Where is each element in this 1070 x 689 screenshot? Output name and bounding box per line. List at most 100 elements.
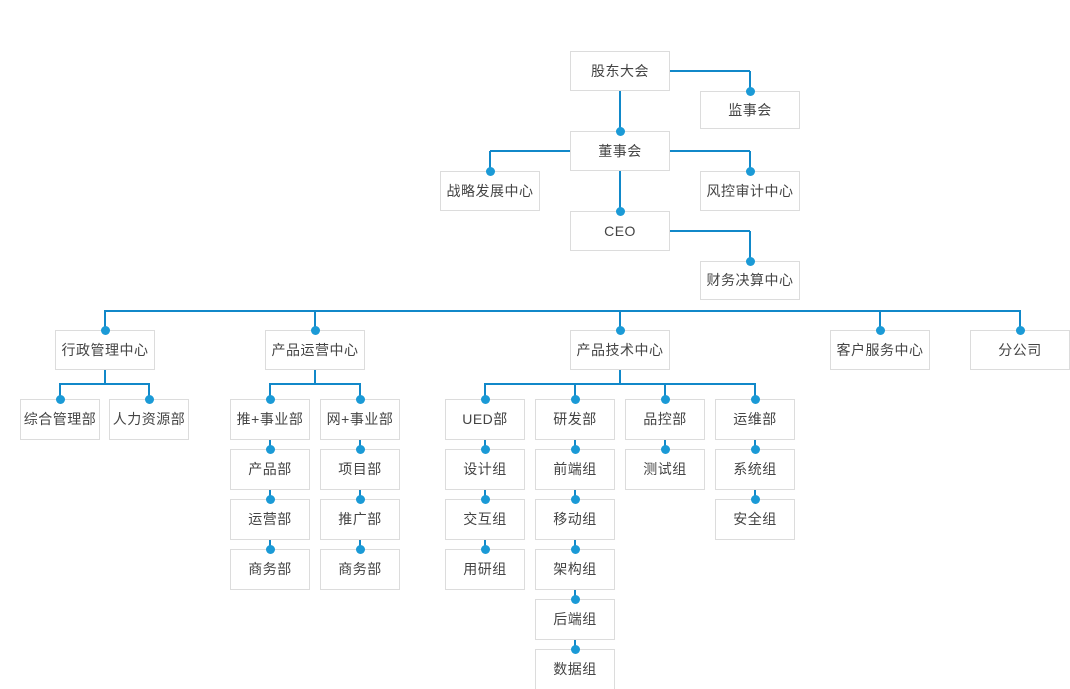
org-node-rd[interactable]: 研发部	[535, 399, 615, 440]
org-node-strategy[interactable]: 战略发展中心	[440, 171, 540, 211]
org-node-biz_dept_1[interactable]: 商务部	[230, 549, 310, 590]
connector-dot-ops_dept	[265, 494, 275, 504]
connector-e-prodops-wang	[359, 383, 361, 399]
connector-e-board-strategy-h	[490, 150, 570, 152]
org-node-system_group[interactable]: 系统组	[715, 449, 795, 490]
org-node-ued[interactable]: UED部	[445, 399, 525, 440]
connector-dot-biz_dept_1	[265, 544, 275, 554]
bus-line-prodtech-bus	[485, 383, 755, 385]
org-node-branch[interactable]: 分公司	[970, 330, 1070, 370]
bus-line-main-bus	[105, 310, 1020, 312]
org-node-label: 用研组	[463, 561, 507, 578]
org-node-finance[interactable]: 财务决算中心	[700, 261, 800, 300]
org-node-label: 监事会	[728, 101, 772, 118]
org-node-data_group[interactable]: 数据组	[535, 649, 615, 689]
connector-e-board-riskaudit-h	[670, 150, 750, 152]
org-node-supervisors[interactable]: 监事会	[700, 91, 800, 129]
org-node-label: 移动组	[553, 511, 597, 528]
org-node-label: 战略发展中心	[446, 182, 534, 199]
org-node-prodops[interactable]: 产品运营中心	[265, 330, 365, 370]
connector-dot-test_group	[660, 444, 670, 454]
org-node-prodtech[interactable]: 产品技术中心	[570, 330, 670, 370]
connector-dot-data_group	[570, 644, 580, 654]
org-node-label: 交互组	[463, 511, 507, 528]
connector-e-bus-prodops	[314, 310, 316, 330]
connector-dot-project_dept	[355, 444, 365, 454]
org-node-label: 设计组	[463, 461, 507, 478]
connector-e-bus-customer	[879, 310, 881, 330]
org-node-design_group[interactable]: 设计组	[445, 449, 525, 490]
org-node-qc[interactable]: 品控部	[625, 399, 705, 440]
org-node-label: 架构组	[553, 561, 597, 578]
org-node-mobile_group[interactable]: 移动组	[535, 499, 615, 540]
org-node-biz_dept_2[interactable]: 商务部	[320, 549, 400, 590]
org-node-ceo[interactable]: CEO	[570, 211, 670, 251]
org-node-wang_bu[interactable]: 网+事业部	[320, 399, 400, 440]
org-node-customer[interactable]: 客户服务中心	[830, 330, 930, 370]
org-node-interact_group[interactable]: 交互组	[445, 499, 525, 540]
org-node-security_group[interactable]: 安全组	[715, 499, 795, 540]
org-node-board[interactable]: 董事会	[570, 131, 670, 171]
connector-e-prodtech-ued	[484, 383, 486, 399]
org-node-label: 综合管理部	[23, 411, 97, 428]
org-node-label: 产品技术中心	[576, 341, 664, 358]
org-node-label: 品控部	[643, 411, 687, 428]
connector-dot-system_group	[750, 444, 760, 454]
org-node-ops_dept[interactable]: 运营部	[230, 499, 310, 540]
connector-stem-prodops	[314, 370, 316, 383]
org-node-project_dept[interactable]: 项目部	[320, 449, 400, 490]
org-node-label: 推广部	[338, 511, 382, 528]
connector-e-prodops-tui	[269, 383, 271, 399]
org-node-research_group[interactable]: 用研组	[445, 549, 525, 590]
connector-dot-branch	[1015, 325, 1025, 335]
org-node-shareholders[interactable]: 股东大会	[570, 51, 670, 91]
connector-dot-supervisors	[745, 86, 755, 96]
connector-e-admin-general	[59, 383, 61, 399]
connector-dot-promo_dept	[355, 494, 365, 504]
connector-e-bus-prodtech	[619, 310, 621, 330]
org-node-label: 运营部	[248, 511, 292, 528]
connector-e-admin-hr	[148, 383, 150, 399]
org-node-hr[interactable]: 人力资源部	[109, 399, 189, 440]
org-node-product_dept[interactable]: 产品部	[230, 449, 310, 490]
org-node-backend_group[interactable]: 后端组	[535, 599, 615, 640]
org-node-frontend_group[interactable]: 前端组	[535, 449, 615, 490]
org-node-tui_bu[interactable]: 推+事业部	[230, 399, 310, 440]
connector-dot-ceo	[615, 206, 625, 216]
connector-e-prodtech-rd	[574, 383, 576, 399]
connector-dot-board	[615, 126, 625, 136]
connector-e-board-ceo	[619, 171, 621, 211]
org-node-label: 人力资源部	[112, 411, 186, 428]
org-node-label: 产品运营中心	[271, 341, 359, 358]
connector-dot-prodtech	[615, 325, 625, 335]
org-node-label: 运维部	[733, 411, 777, 428]
connector-dot-customer	[875, 325, 885, 335]
org-node-promo_dept[interactable]: 推广部	[320, 499, 400, 540]
org-node-admin[interactable]: 行政管理中心	[55, 330, 155, 370]
org-node-devops[interactable]: 运维部	[715, 399, 795, 440]
org-node-test_group[interactable]: 测试组	[625, 449, 705, 490]
org-node-label: UED部	[462, 411, 508, 428]
org-node-label: 推+事业部	[236, 411, 304, 428]
org-node-label: 董事会	[598, 142, 642, 159]
org-node-label: CEO	[604, 222, 636, 239]
org-node-label: 财务决算中心	[706, 272, 794, 289]
connector-e-bus-admin	[104, 310, 106, 330]
connector-dot-mobile_group	[570, 494, 580, 504]
connector-dot-general_admin	[55, 394, 65, 404]
org-node-arch_group[interactable]: 架构组	[535, 549, 615, 590]
org-node-general_admin[interactable]: 综合管理部	[20, 399, 100, 440]
connector-dot-frontend_group	[570, 444, 580, 454]
connector-dot-qc	[660, 394, 670, 404]
bus-line-prodops-bus	[270, 383, 360, 385]
connector-dot-arch_group	[570, 544, 580, 554]
connector-dot-wang_bu	[355, 394, 365, 404]
org-node-riskaudit[interactable]: 风控审计中心	[700, 171, 800, 211]
org-node-label: 分公司	[998, 341, 1042, 358]
connector-e-board-riskaudit-v	[749, 151, 751, 171]
org-node-label: 产品部	[248, 461, 292, 478]
org-node-label: 后端组	[553, 611, 597, 628]
org-node-label: 风控审计中心	[706, 182, 794, 199]
connector-e-shareholders-supervisors-h	[670, 70, 750, 72]
